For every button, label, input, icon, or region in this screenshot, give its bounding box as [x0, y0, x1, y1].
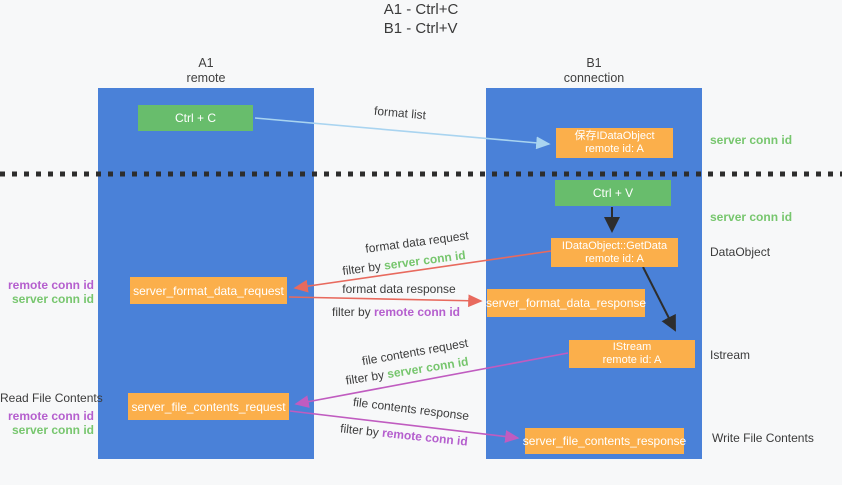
ctrl-v-box: Ctrl + V: [555, 180, 671, 206]
save-idataobject-line2: remote id: A: [585, 143, 644, 155]
format-data-response-filter-label: filter by remote conn id: [332, 305, 460, 319]
title-line-a1: A1 - Ctrl+C: [383, 1, 459, 18]
save-idataobject-line1: 保存IDataObject: [574, 130, 655, 142]
lifeline-header-b1: B1 connection: [486, 56, 702, 86]
server-conn-id-label-mid: server conn id: [710, 210, 793, 224]
server-format-data-response-label: server_format_data_response: [485, 296, 647, 310]
format-data-response-arrow: [288, 294, 483, 308]
idataobject-getdata-line2: remote id: A: [585, 252, 644, 265]
write-file-contents-label: Write File Contents: [712, 431, 814, 445]
file-server-conn-id-label: server conn id: [11, 422, 94, 437]
lifeline-a1-subtitle: remote: [186, 71, 226, 85]
idataobject-getdata-box: IDataObject::GetData remote id: A: [551, 238, 678, 267]
dataobject-label: DataObject: [710, 245, 771, 259]
server-conn-id-label-top: server conn id: [710, 133, 793, 147]
format-remote-conn-id-label: remote conn id: [7, 278, 94, 292]
read-file-contents-label: Read File Contents: [0, 391, 103, 405]
istream-box: IStream remote id: A: [569, 340, 695, 368]
file-remote-conn-id-label: remote conn id: [7, 409, 94, 423]
getdata-to-istream-arrow: [642, 266, 676, 332]
server-format-data-response-box: server_format_data_response: [485, 289, 647, 317]
istream-side-label: Istream: [710, 348, 751, 362]
idataobject-getdata-line1: IDataObject::GetData: [561, 239, 668, 252]
ctrl-c-box: Ctrl + C: [138, 105, 253, 131]
lifeline-header-a1: A1 remote: [98, 56, 314, 86]
format-data-request-arrow: [293, 250, 552, 293]
title-line-b1: B1 - Ctrl+V: [383, 20, 458, 37]
format-data-response-label: format data response: [342, 282, 456, 296]
lifeline-a1-name: A1: [198, 56, 214, 70]
format-list-arrow: [254, 117, 551, 150]
server-file-contents-response-box: server_file_contents_response: [522, 428, 687, 454]
file-contents-response-arrow: [289, 410, 520, 443]
server-file-contents-response-label: server_file_contents_response: [522, 434, 687, 448]
save-idataobject-box: 保存IDataObject remote id: A: [556, 128, 673, 158]
filter-key-remote-conn-id: remote conn id: [374, 305, 461, 319]
istream-box-line1: IStream: [612, 341, 652, 353]
server-file-contents-request-label: server_file_contents_request: [131, 399, 286, 414]
server-file-contents-request-box: server_file_contents_request: [128, 393, 289, 420]
server-format-data-request-label: server_format_data_request: [133, 283, 284, 298]
server-format-data-request-box: server_format_data_request: [130, 277, 287, 304]
file-conn-id-pair: remote conn id server conn id: [0, 409, 94, 437]
lifeline-b1-subtitle: connection: [563, 71, 625, 85]
lifeline-b1-name: B1: [586, 56, 602, 70]
istream-box-line2: remote id: A: [602, 354, 662, 366]
ctrl-v-label: Ctrl + V: [592, 186, 634, 200]
filter-by-prefix: filter by: [331, 305, 374, 319]
file-contents-request-arrow: [294, 352, 569, 408]
format-conn-id-pair: remote conn id server conn id: [0, 278, 94, 306]
ctrl-c-label: Ctrl + C: [174, 111, 216, 125]
diagram-title: A1 - Ctrl+C B1 - Ctrl+V: [0, 0, 842, 38]
format-server-conn-id-label: server conn id: [11, 291, 94, 306]
